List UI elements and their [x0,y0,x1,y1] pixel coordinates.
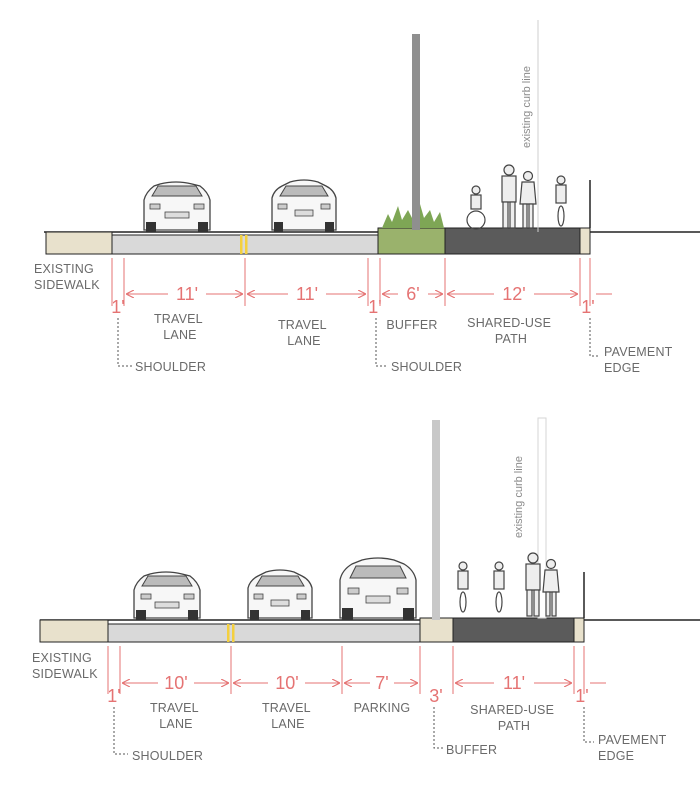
pavement-edge-block [579,227,591,255]
shared-use-path-surface [444,227,581,255]
wheelchair-user-icon [466,185,486,230]
dim-buffer: 6' [406,284,419,304]
car-icon [143,181,211,232]
curb-line-label: existing curb line [513,456,525,538]
light-pole [432,420,440,620]
label-pavement-edge: PAVEMENT EDGE [598,733,670,763]
label-shoulder: SHOULDER [132,749,203,763]
existing-sidewalk-block [39,619,109,643]
buffer-block [419,617,454,643]
light-pole [412,34,420,230]
car-icon [133,571,201,620]
cyclist-icon [555,175,567,227]
dim-shared-use-path: 12' [502,284,525,304]
label-shared-use-path: SHARED-USE PATH [470,703,558,733]
dim-buffer: 3' [429,686,442,706]
pedestrian-icon [519,170,537,229]
curb-line-label: existing curb line [521,66,533,148]
dimension-ticks [111,258,591,306]
dim-shared-use-path: 11' [503,673,525,693]
dim-pavement-edge: 1' [581,297,594,317]
label-travel-lane-1: TRAVEL LANE [150,701,202,731]
centerline-stripe [227,624,230,642]
label-shoulder-left: SHOULDER [135,360,206,374]
dim-shoulder: 1' [107,686,120,706]
suv-icon [339,557,417,620]
buffer-planting [377,227,446,255]
label-travel-lane-2: TRAVEL LANE [262,701,314,731]
dim-travel-lane-1: 11' [176,284,198,304]
dim-pavement-edge: 1' [575,686,588,706]
cyclist-icon [457,561,469,613]
shared-use-path-surface [452,617,575,643]
dim-travel-lane-1: 10' [164,673,187,693]
centerline-stripe [245,235,248,254]
label-shared-use-path: SHARED-USE PATH [467,316,555,346]
section-2: existing curb line [32,417,700,763]
pedestrian-icon [525,552,541,617]
dim-travel-lane-2: 10' [275,673,298,693]
shrub-icon [382,204,444,228]
label-shoulder-right: SHOULDER [391,360,462,374]
existing-sidewalk-block [45,231,113,255]
pedestrian-icon [542,558,560,617]
dim-shoulder-left: 1' [111,297,124,317]
leader-lines [113,707,594,755]
centerline-stripe [232,624,235,642]
car-icon [247,569,313,620]
label-existing-sidewalk: EXISTING SIDEWALK [32,651,98,681]
car-icon [271,179,337,232]
leader-lines [117,318,600,367]
dim-travel-lane-2: 11' [296,284,318,304]
pavement-edge-block [573,617,585,643]
label-existing-sidewalk: EXISTING SIDEWALK [34,262,100,292]
roadway-surface [107,623,421,643]
label-travel-lane-1: TRAVEL LANE [154,312,206,342]
centerline-stripe [240,235,243,254]
label-buffer: BUFFER [446,743,497,757]
dim-shoulder-right: 1' [368,297,381,317]
dim-parking: 7' [375,673,388,693]
cyclist-icon [493,561,505,613]
pedestrian-icon [501,164,517,229]
label-travel-lane-2: TRAVEL LANE [278,318,330,348]
label-buffer: BUFFER [386,318,437,332]
curb-line-mark [537,417,547,619]
label-pavement-edge: PAVEMENT EDGE [604,345,676,375]
section-1: existing curb line [34,20,700,375]
label-parking: PARKING [354,701,411,715]
dimension-ticks [107,646,585,694]
